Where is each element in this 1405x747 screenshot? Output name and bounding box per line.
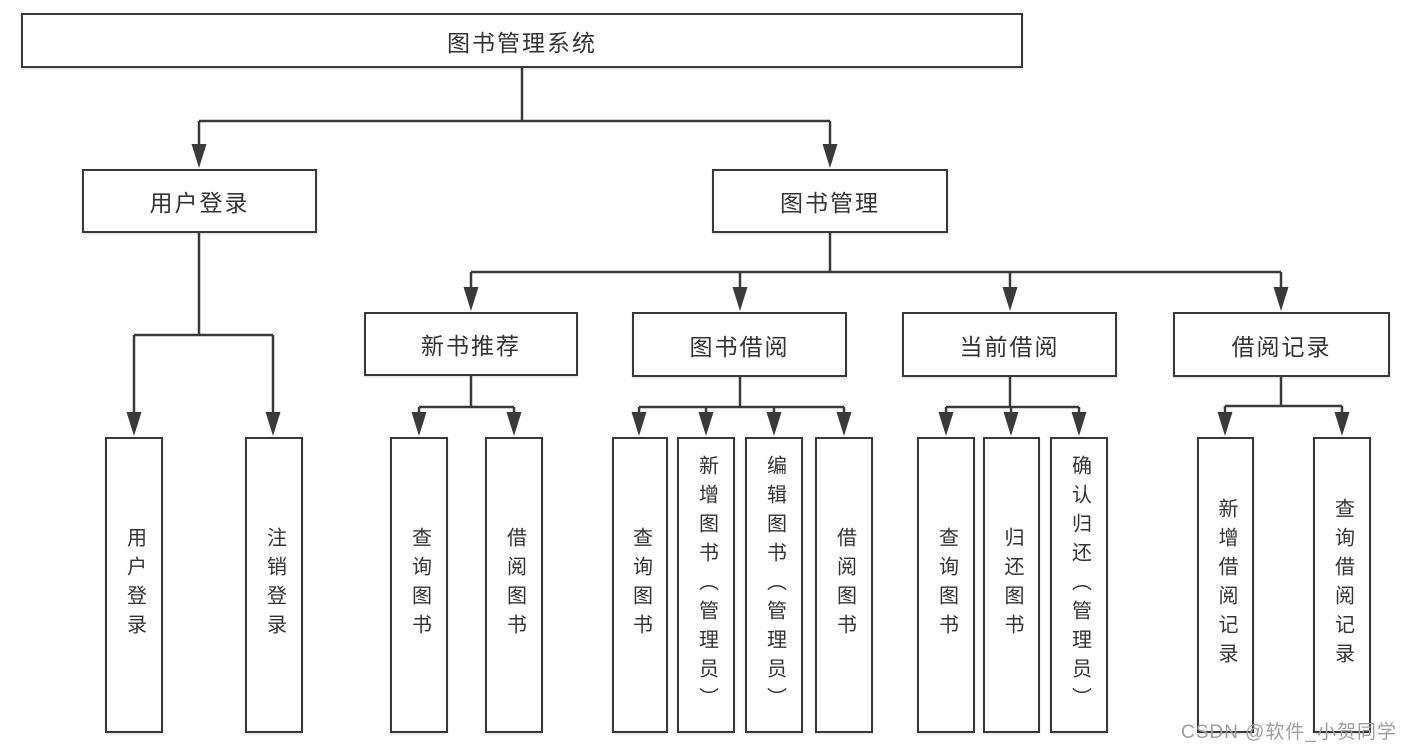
node-label: 图书借阅 [689, 333, 790, 360]
leaf-borrow-books-recommend: 借阅图书 [485, 437, 543, 733]
node-label: 新书推荐 [421, 333, 521, 359]
leaf-query-books-borrowing: 查询图书 [612, 437, 668, 733]
leaf-label: 确认归还（管理员） [1068, 454, 1091, 716]
leaf-add-book-admin: 新增图书（管理员） [677, 437, 735, 733]
leaf-edit-book-admin: 编辑图书（管理员） [745, 437, 803, 733]
leaf-label: 查询图书 [935, 527, 958, 643]
leaf-label: 注销登录 [263, 527, 286, 643]
leaf-label: 编辑图书（管理员） [763, 454, 786, 716]
node-book-borrowing: 图书借阅 [632, 312, 847, 377]
node-library-management-system: 图书管理系统 [21, 13, 1023, 68]
node-new-book-recommendation: 新书推荐 [364, 312, 578, 376]
leaf-label: 查询图书 [629, 527, 652, 643]
leaf-return-books: 归还图书 [983, 437, 1040, 733]
leaf-label: 归还图书 [1001, 527, 1023, 643]
leaf-label: 新增借阅记录 [1215, 498, 1237, 672]
leaf-label: 查询图书 [408, 527, 431, 643]
node-label: 图书管理 [780, 190, 880, 216]
leaf-logout: 注销登录 [245, 437, 303, 733]
leaf-query-books-recommend: 查询图书 [390, 437, 448, 733]
leaf-label: 用户登录 [123, 527, 146, 643]
node-label: 用户登录 [149, 190, 250, 216]
leaf-borrow-books: 借阅图书 [815, 437, 873, 733]
leaf-confirm-return-admin: 确认归还（管理员） [1050, 437, 1108, 733]
csdn-watermark: CSDN @软件_小贺同学 [1181, 722, 1397, 743]
leaf-label: 借阅图书 [503, 527, 526, 643]
leaf-user-login: 用户登录 [105, 437, 163, 733]
leaf-label: 查询借阅记录 [1331, 498, 1354, 672]
leaf-label: 借阅图书 [833, 527, 856, 643]
node-label: 图书管理系统 [447, 29, 597, 56]
node-label: 当前借阅 [959, 333, 1060, 360]
node-current-borrowing: 当前借阅 [902, 312, 1117, 377]
node-borrowing-records: 借阅记录 [1173, 312, 1390, 377]
leaf-query-books-current: 查询图书 [917, 437, 975, 733]
leaf-query-borrow-record: 查询借阅记录 [1313, 437, 1371, 733]
node-user-login: 用户登录 [82, 169, 317, 233]
leaf-label: 新增图书（管理员） [695, 454, 718, 716]
node-book-management: 图书管理 [712, 169, 948, 233]
node-label: 借阅记录 [1231, 333, 1332, 360]
leaf-add-borrow-record: 新增借阅记录 [1197, 437, 1254, 733]
